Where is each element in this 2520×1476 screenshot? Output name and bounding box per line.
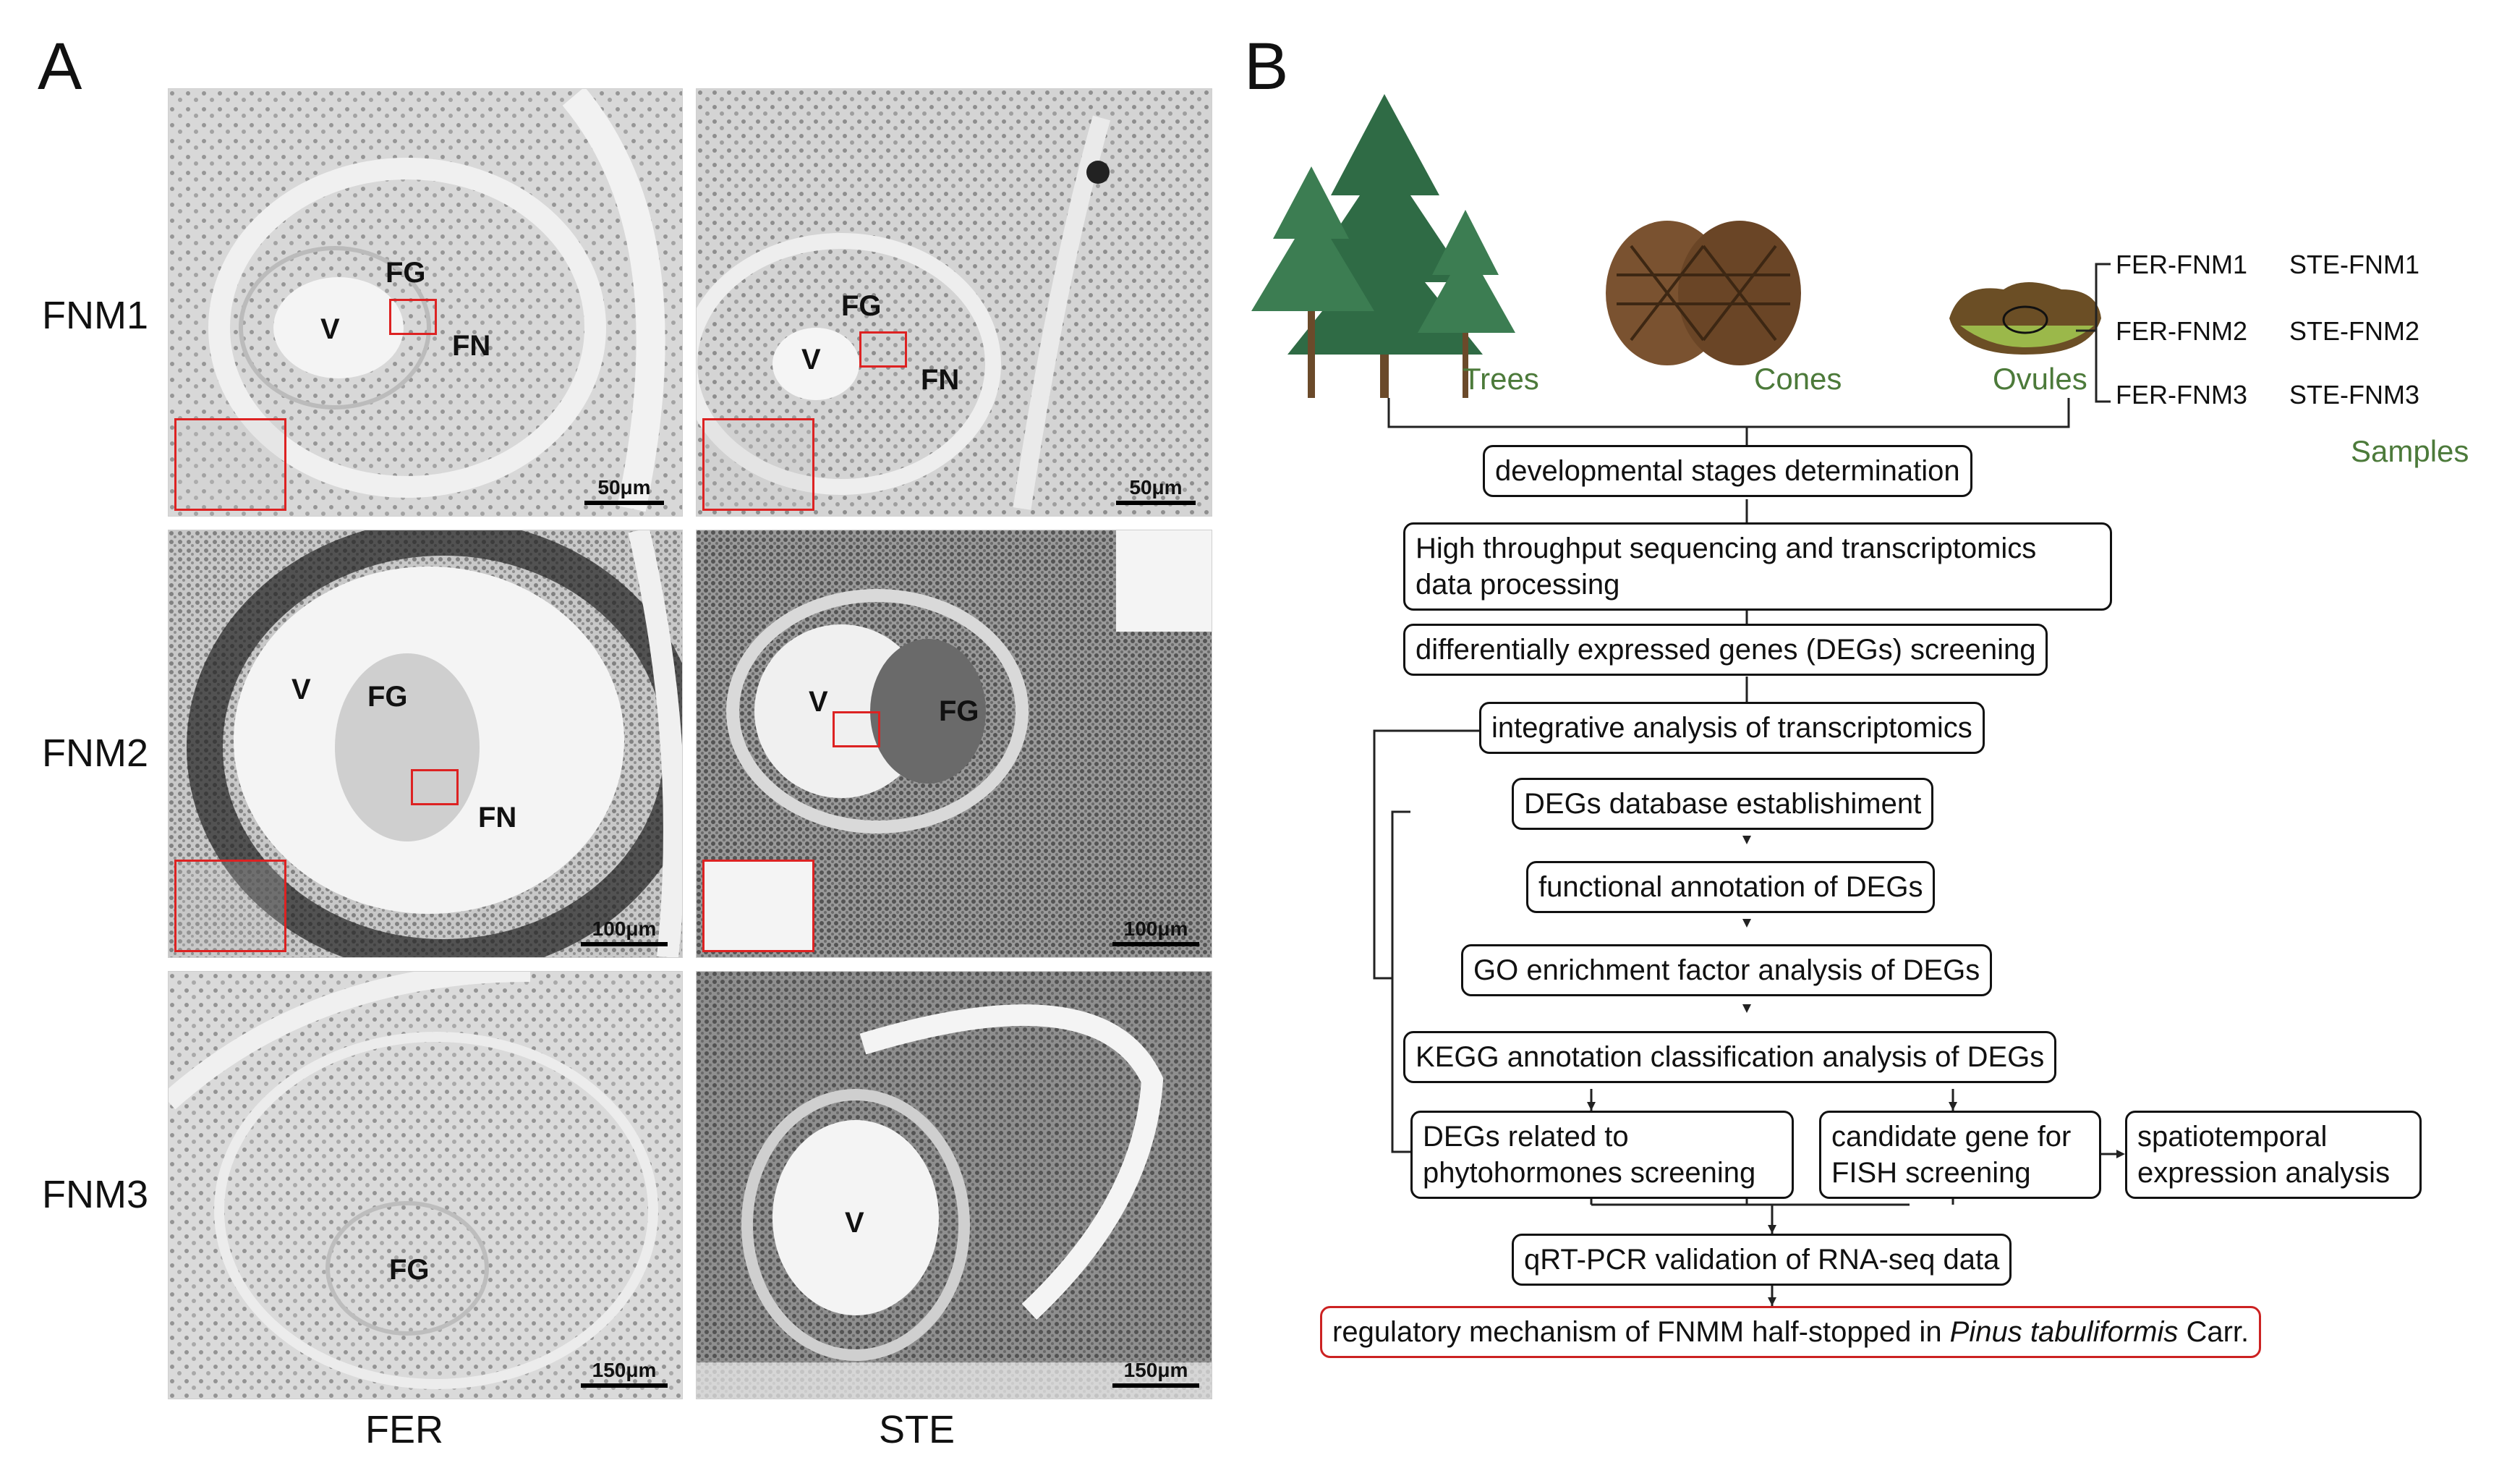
region-box [411, 769, 459, 805]
col-label-ste: STE [879, 1408, 955, 1451]
samples-label: Samples [2351, 434, 2469, 468]
label-fn: FN [478, 802, 517, 834]
cones-illustration [1602, 217, 1805, 369]
cones-label: Cones [1754, 362, 1842, 396]
scale-bar: 100μm [1112, 917, 1199, 946]
scale-bar: 150μm [1112, 1359, 1199, 1388]
row-label-fnm2: FNM2 [42, 731, 148, 775]
panel-a-letter: A [38, 30, 82, 103]
step-regulatory-mechanism: regulatory mechanism of FNMM half-stoppe… [1320, 1306, 2262, 1358]
zoom-inset [702, 860, 814, 952]
zoom-inset [702, 418, 814, 511]
step-integrative-analysis: integrative analysis of transcriptomics [1479, 702, 1985, 754]
label-fn: FN [921, 364, 960, 396]
sample-ste-fnm3: STE-FNM3 [2289, 380, 2419, 410]
micrograph-fnm2-fer: V FG FN 100μm [168, 530, 683, 958]
region-box [833, 711, 880, 747]
scale-bar: 50μm [1116, 476, 1196, 505]
species-name: Pinus tabuliformis [1949, 1316, 2179, 1348]
step-phytohormones-screening: DEGs related to phytohormones screening [1410, 1111, 1794, 1199]
step-spatiotemporal-analysis: spatiotemporal expression analysis [2125, 1111, 2422, 1199]
step-functional-annotation: functional annotation of DEGs [1526, 861, 1936, 913]
label-v: V [801, 344, 821, 376]
label-fg: FG [389, 1254, 430, 1286]
micrograph-fnm3-ste: V 150μm [696, 971, 1212, 1399]
label-fg: FG [841, 290, 882, 322]
label-fg: FG [386, 257, 426, 289]
scale-bar: 100μm [581, 917, 668, 946]
tree-icon [1251, 94, 1515, 398]
label-v: V [320, 313, 340, 345]
step-high-throughput-sequencing: High throughput sequencing and transcrip… [1403, 522, 2112, 611]
label-v: V [291, 674, 311, 705]
sample-fer-fnm3: FER-FNM3 [2116, 380, 2247, 410]
scale-bar: 150μm [581, 1359, 668, 1388]
ovules-illustration [1946, 275, 2105, 362]
label-fg: FG [939, 695, 979, 727]
row-label-fnm1: FNM1 [42, 294, 148, 337]
scale-bar: 50μm [584, 476, 664, 505]
step-degs-screening: differentially expressed genes (DEGs) sc… [1403, 624, 2048, 676]
sample-ste-fnm2: STE-FNM2 [2289, 316, 2419, 346]
zoom-inset [174, 860, 286, 952]
trees-illustration [1244, 94, 1533, 398]
col-label-fer: FER [365, 1408, 443, 1451]
ovules-label: Ovules [1993, 362, 2087, 396]
pine-cone-icon [1606, 221, 1801, 365]
step-fish-screening: candidate gene for FISH screening [1819, 1111, 2101, 1199]
trees-label: Trees [1463, 362, 1539, 396]
panel-b-letter: B [1244, 30, 1289, 103]
step-kegg-annotation: KEGG annotation classification analysis … [1403, 1031, 2057, 1083]
label-v: V [845, 1207, 864, 1239]
region-box [859, 331, 907, 368]
micrograph-fnm3-fer: FG 150μm [168, 971, 683, 1399]
step-degs-database: DEGs database establishiment [1512, 778, 1934, 830]
step-qrt-pcr-validation: qRT-PCR validation of RNA-seq data [1512, 1234, 2012, 1286]
sample-fer-fnm2: FER-FNM2 [2116, 316, 2247, 346]
step-go-enrichment: GO enrichment factor analysis of DEGs [1461, 944, 1993, 996]
sample-ste-fnm1: STE-FNM1 [2289, 250, 2419, 279]
label-fn: FN [452, 330, 491, 362]
label-v: V [809, 686, 828, 718]
region-box [389, 299, 437, 335]
zoom-inset [174, 418, 286, 511]
row-label-fnm3: FNM3 [42, 1173, 148, 1216]
step-developmental-stages: developmental stages determination [1483, 445, 1972, 497]
label-fg: FG [367, 681, 408, 713]
ovule-icon [1949, 282, 2101, 355]
micrograph-fnm1-fer: V FG FN 50μm [168, 88, 683, 517]
regulatory-text-pre: regulatory mechanism of FNMM half-stoppe… [1332, 1316, 1950, 1348]
micrograph-fnm1-ste: V FG FN 50μm [696, 88, 1212, 517]
sample-fer-fnm1: FER-FNM1 [2116, 250, 2247, 279]
micrograph-fnm2-ste: V FG 100μm [696, 530, 1212, 958]
regulatory-text-post: Carr. [2178, 1316, 2249, 1348]
